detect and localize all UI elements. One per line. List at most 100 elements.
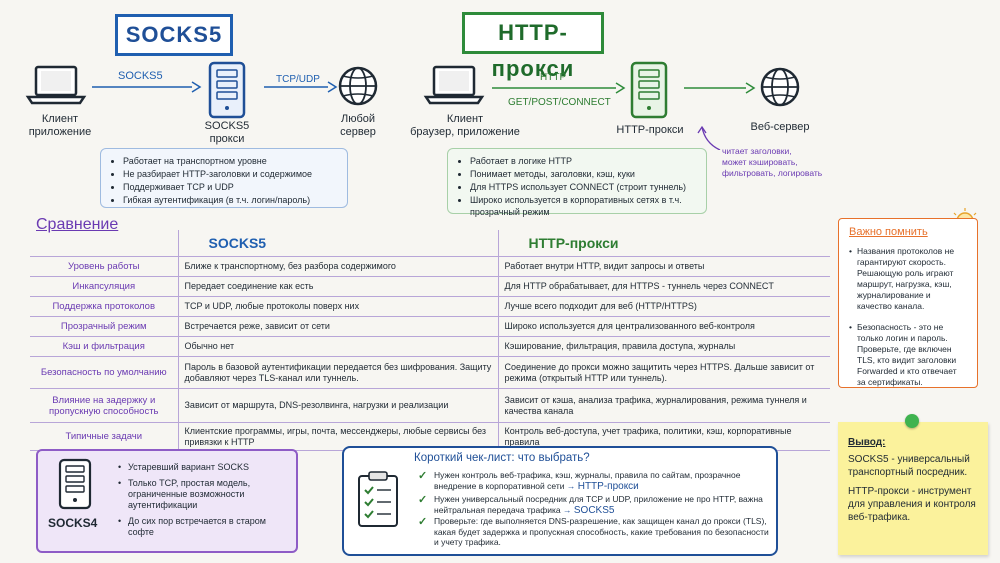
http-client-label: Клиент браузер, приложение xyxy=(405,113,525,139)
any-server-label: Любой сервер xyxy=(328,113,388,139)
socks5-flow-diagram xyxy=(25,61,378,119)
cell-http: Зависит от кэша, анализа трафика, журнал… xyxy=(497,388,830,423)
socks4-feature-text: Только TCP, простая модель, ограниченные… xyxy=(128,478,251,510)
socks5-arrow-label: SOCKS5 xyxy=(118,70,163,82)
cell-socks5: Зависит от маршрута, DNS-резолвинга, наг… xyxy=(177,388,498,423)
cell-http: Соединение до прокси можно защитить чере… xyxy=(497,356,830,389)
table-row: Поддержка протоколов TCP и UDP, любые пр… xyxy=(30,296,830,317)
socks4-server-icon xyxy=(58,458,92,510)
socks4-feature-item: • Устаревший вариант SOCKS xyxy=(118,462,288,473)
socks5-proxy-label: SOCKS5 прокси xyxy=(197,120,257,146)
http-arrow-label: HTTP xyxy=(540,72,567,83)
http-flow-diagram xyxy=(423,61,800,150)
cell-http: Лучше всего подходит для веб (HTTP/HTTPS… xyxy=(497,296,830,317)
important-item: • Безопасность - это не только логин и п… xyxy=(849,322,967,388)
proxy-label-line2: прокси xyxy=(209,133,245,145)
checklist-item: Нужен контроль веб-трафика, кэш, журналы… xyxy=(434,470,769,492)
http-feature-item: Понимает методы, заголовки, кэш, куки xyxy=(470,168,698,180)
globe-icon xyxy=(760,67,800,107)
socks5-features: Работает на транспортном уровне Не разби… xyxy=(100,148,348,208)
table-row: Кэш и фильтрация Обычно нет Кэширование,… xyxy=(30,336,830,357)
table-row: Прозрачный режим Встречается реже, завис… xyxy=(30,316,830,337)
socks4-feature-text: До сих пор встречается в старом софте xyxy=(128,516,266,537)
table-row: Типичные задачи Клиентские программы, иг… xyxy=(30,422,830,451)
http-proxy-icon xyxy=(630,61,668,119)
cell-socks5: TCP и UDP, любые протоколы поверх них xyxy=(177,296,498,317)
cell-http: Работает внутри HTTP, видит запросы и от… xyxy=(497,256,830,277)
table-row: Безопасность по умолчанию Пароль в базов… xyxy=(30,356,830,389)
row-label: Поддержка протоколов xyxy=(30,296,178,317)
http-proxy-features: Работает в логике HTTP Понимает методы, … xyxy=(447,148,707,217)
column-header-socks5: SOCKS5 xyxy=(177,230,498,257)
client-label-line2: браузер, приложение xyxy=(410,126,520,138)
row-label: Прозрачный режим xyxy=(30,316,178,337)
proxy-label-line1: SOCKS5 xyxy=(204,120,250,132)
comparison-table: SOCKS5 HTTP-прокси Уровень работы Ближе … xyxy=(30,230,830,451)
laptop-icon xyxy=(25,65,87,105)
socks4-features: • Устаревший вариант SOCKS • Только TCP,… xyxy=(118,462,288,538)
cell-socks5: Обычно нет xyxy=(177,336,498,357)
side-note-line: фильтровать, логировать xyxy=(722,168,823,178)
socks5-feature-item: Поддерживает TCP и UDP xyxy=(123,181,339,193)
important-note: Важно помнить • Названия протоколов не г… xyxy=(838,218,978,388)
bullet-dot: • xyxy=(118,478,122,488)
table-header-row: SOCKS5 HTTP-прокси xyxy=(30,230,830,257)
tcp-udp-arrow-label: TCP/UDP xyxy=(276,74,320,85)
side-note-line: читает заголовки, xyxy=(722,146,792,156)
http-feature-item: Широко используется в корпоративных сетя… xyxy=(470,194,698,218)
http-feature-item: Работает в логике HTTP xyxy=(470,155,698,167)
row-label: Безопасность по умолчанию xyxy=(30,356,178,389)
row-label: Уровень работы xyxy=(30,256,178,277)
row-label: Типичные задачи xyxy=(30,422,178,451)
important-item-text: Безопасность - это не только логин и пар… xyxy=(857,322,957,387)
methods-arrow-label: GET/POST/CONNECT xyxy=(508,97,611,108)
checklist-item-text: Проверьте: где выполняется DNS-разрешени… xyxy=(434,516,769,547)
side-note-line: может кэшировать, xyxy=(722,157,798,167)
checklist-item-text: Нужен универсальный посредник для TCP и … xyxy=(434,494,763,515)
client-label-line1: Клиент xyxy=(41,113,79,125)
conclusion-p2: HTTP-прокси - инструмент для управления … xyxy=(848,486,976,523)
checklist-item-result: SOCKS5 xyxy=(573,504,615,516)
cell-socks5: Пароль в базовой аутентификации передает… xyxy=(177,356,498,389)
http-proxy-label: HTTP-прокси xyxy=(616,124,684,136)
checklist-item: Нужен универсальный посредник для TCP и … xyxy=(434,494,769,516)
bullet-dot: • xyxy=(849,246,852,256)
http-side-note: читает заголовки, может кэшировать, филь… xyxy=(722,146,822,179)
table-corner xyxy=(30,230,178,257)
cell-http: Кэширование, фильтрация, правила доступа… xyxy=(497,336,830,357)
socks5-proxy-icon xyxy=(208,61,246,119)
cell-socks5: Ближе к транспортному, без разбора содер… xyxy=(177,256,498,277)
row-label: Кэш и фильтрация xyxy=(30,336,178,357)
socks5-feature-item: Работает на транспортном уровне xyxy=(123,155,339,167)
socks5-client-label: Клиент приложение xyxy=(20,113,100,139)
cell-socks5: Встречается реже, зависит от сети xyxy=(177,316,498,337)
important-item-text: Названия протоколов не гарантируют скоро… xyxy=(857,246,955,311)
socks5-feature-item: Гибкая аутентификация (в т.ч. логин/паро… xyxy=(123,194,339,206)
row-label: Инкапсуляция xyxy=(30,276,178,297)
checklist-item-result: HTTP-прокси xyxy=(577,480,639,492)
checklist-item-text: Нужен контроль веб-трафика, кэш, журналы… xyxy=(434,470,741,491)
clipboard-icon xyxy=(358,471,398,527)
arrow-right-icon: → xyxy=(566,480,578,491)
cell-http: Для HTTP обрабатывает, для HTTPS - тунне… xyxy=(497,276,830,297)
table-row: Уровень работы Ближе к транспортному, бе… xyxy=(30,256,830,277)
checklist-box xyxy=(342,446,778,556)
laptop-icon xyxy=(423,65,485,105)
table-row: Инкапсуляция Передает соединение как ест… xyxy=(30,276,830,297)
checklist-item: Проверьте: где выполняется DNS-разрешени… xyxy=(434,516,769,548)
bullet-dot: • xyxy=(849,322,852,332)
http-proxy-title: HTTP-прокси xyxy=(462,12,604,81)
socks5-title: SOCKS5 xyxy=(115,14,233,56)
check-icon: ✓ xyxy=(418,470,428,482)
checklist-title: Короткий чек-лист: что выбрать? xyxy=(414,452,590,464)
client-label-line2: приложение xyxy=(28,126,92,138)
globe-icon xyxy=(338,66,378,106)
socks4-feature-text: Устаревший вариант SOCKS xyxy=(128,462,250,472)
bullet-dot: • xyxy=(118,516,122,526)
check-icon: ✓ xyxy=(418,494,428,506)
arrow-right-icon: → xyxy=(563,504,574,515)
conclusion-p1: SOCKS5 - универсальный транспортный поср… xyxy=(848,454,970,478)
conclusion-title: Вывод: xyxy=(848,437,886,448)
table-row: Влияние на задержку и пропускную способн… xyxy=(30,388,830,423)
pin-icon xyxy=(905,414,919,428)
